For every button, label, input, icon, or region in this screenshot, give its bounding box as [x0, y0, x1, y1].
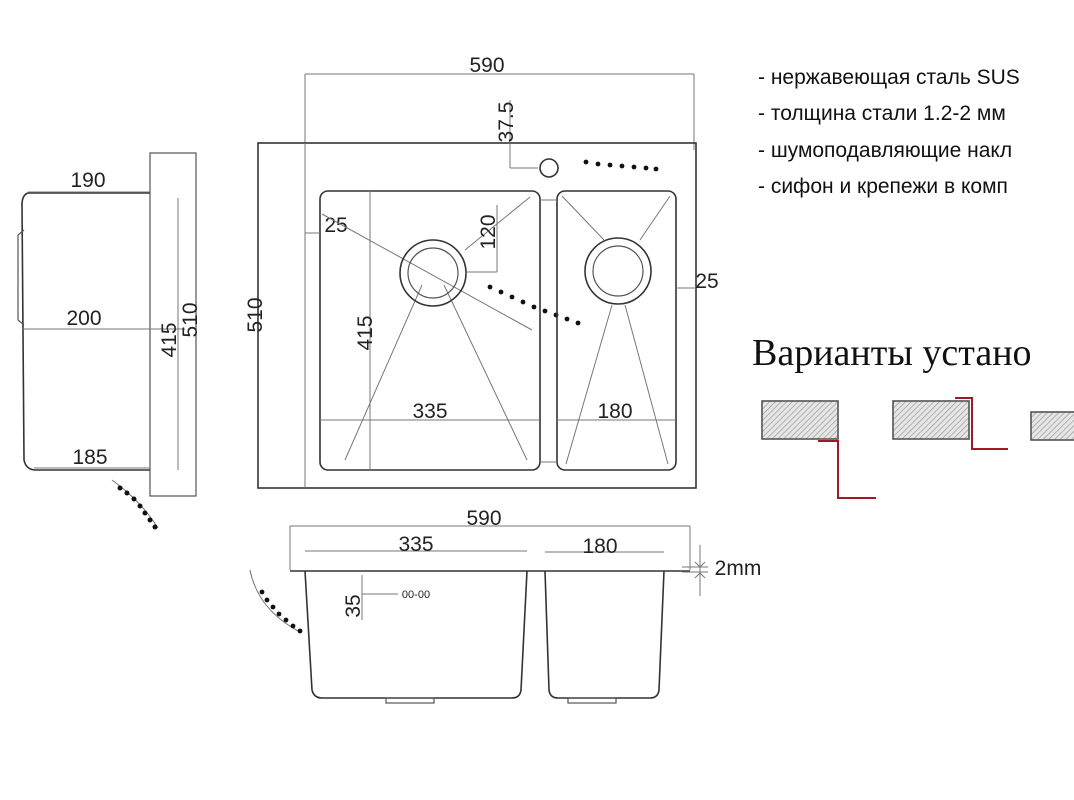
dim-thickness: 2mm: [715, 557, 762, 580]
install-variant-flush: [892, 400, 970, 440]
faucet-hole: [539, 158, 559, 178]
feature-item: - толщина стали 1.2-2 мм: [758, 102, 1006, 125]
feature-list: - нержавеющая сталь SUS - толщина стали …: [758, 66, 1020, 198]
side-drain-stub: [17, 229, 25, 326]
dim-front-width: 590: [466, 507, 501, 530]
front-door-swing-dots: [259, 589, 303, 634]
flush-line: [955, 397, 1008, 450]
dim-faucet-offset: 37.5: [495, 102, 518, 143]
front-left-drain: [385, 697, 435, 704]
dim-front-offset: 35: [342, 594, 365, 617]
dim-side-top-width: 190: [70, 169, 105, 192]
dim-bowl-depth: 415: [354, 315, 377, 350]
undermount-line: [818, 440, 876, 499]
side-view: 190 200 185 415 510: [17, 152, 202, 530]
feature-item: - шумоподавляющие накл: [758, 139, 1012, 162]
dim-side-bottom-width: 185: [72, 446, 107, 469]
front-right-bowl: [544, 570, 665, 699]
front-right-drain: [567, 697, 617, 704]
dim-front-left-bowl: 335: [398, 533, 433, 556]
drain-dots: [487, 284, 581, 326]
right-bowl: [556, 190, 677, 471]
install-variant-undermount: [761, 400, 839, 440]
dim-side-mid-width: 200: [66, 307, 101, 330]
faucet-dots: [583, 159, 659, 172]
dim-right-bowl-width: 180: [597, 400, 632, 423]
top-view: 590 510 37.5 25 415 335 120: [244, 54, 719, 489]
feature-item: - сифон и крепежи в комп: [758, 175, 1008, 198]
dim-bowl-inset-left: 25: [324, 214, 347, 237]
feature-item: - нержавеющая сталь SUS: [758, 66, 1020, 89]
left-drain-inner: [407, 247, 459, 299]
side-door-swing-dots: [111, 479, 159, 530]
dim-overall-depth: 510: [244, 297, 267, 332]
left-bowl: [319, 190, 541, 471]
small-overflow-label: 00-00: [402, 589, 430, 601]
install-variants-title: Варианты устано: [752, 332, 1032, 374]
dim-side-overall-depth: 510: [179, 302, 202, 337]
right-drain-inner: [592, 245, 644, 297]
dim-top-width: 590: [469, 54, 504, 77]
front-view: 590 335 180 35 00-00 2mm: [249, 507, 762, 704]
dim-side-bowl-depth: 415: [158, 322, 181, 357]
install-variants: Варианты устано: [752, 332, 1074, 499]
left-drain-outer: [399, 239, 467, 307]
side-bowl-profile: [21, 192, 150, 471]
side-rim-plate: [149, 152, 197, 497]
install-variant-overmount: [1030, 411, 1074, 441]
right-drain-outer: [584, 237, 652, 305]
sink-outer-rim: [257, 142, 697, 489]
dim-left-bowl-width: 335: [412, 400, 447, 423]
dim-front-right-bowl: 180: [582, 535, 617, 558]
dim-right-inset: 25: [695, 270, 718, 293]
dim-drain-offset: 120: [477, 214, 500, 249]
